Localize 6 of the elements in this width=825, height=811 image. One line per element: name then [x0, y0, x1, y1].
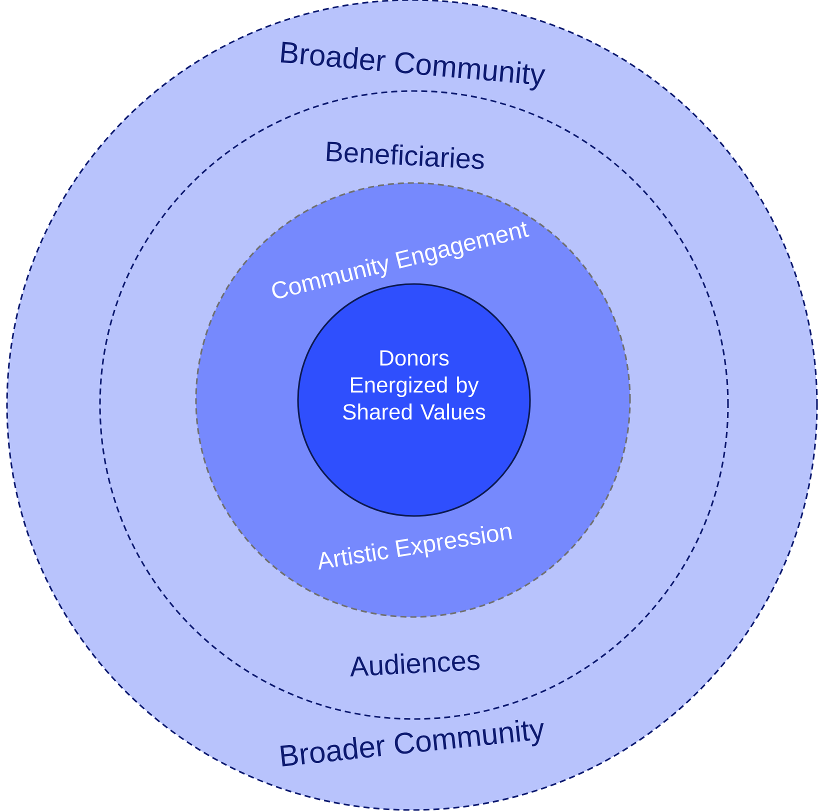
- ring-label: Broader Community: [280, 720, 544, 766]
- ring-label: Artistic Expression: [318, 526, 512, 570]
- ring-label: Donors Energized by Shared Values: [343, 350, 486, 420]
- ring-label: Audiences: [350, 653, 480, 676]
- ring-label: Broader Community: [280, 42, 546, 90]
- ring-label: Beneficiaries: [326, 142, 484, 170]
